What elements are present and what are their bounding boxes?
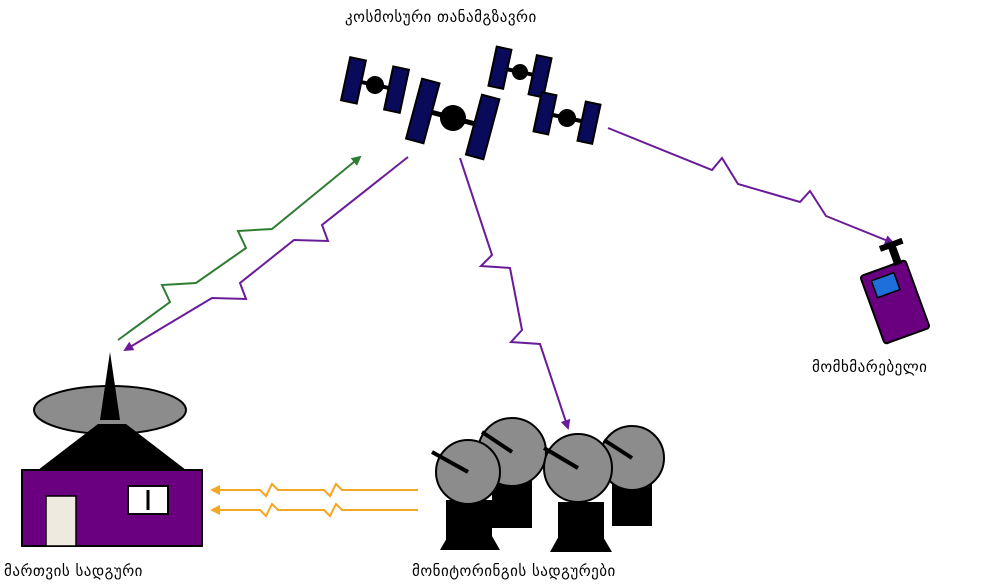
dish-antenna-icon [599, 425, 665, 526]
monitoring-stations-icon [431, 417, 665, 552]
user-label: მომხმარებელი [812, 358, 928, 376]
uplink-signal [117, 155, 362, 341]
dish-antenna-icon [542, 433, 613, 552]
satellite-label: კოსმოსური თანამგზავრი [345, 8, 537, 26]
downlink-user-signal [607, 127, 895, 245]
monitoring-stations-label: მონიტორინგის სადგურები [412, 562, 616, 580]
ground-link-signal [210, 502, 418, 518]
satellite-icon [404, 77, 501, 161]
satellite-icon [487, 45, 553, 99]
satellite-cluster-icon [339, 45, 602, 161]
control-station-label: მართვის სადგური [4, 562, 143, 580]
satellite-icon [339, 56, 411, 114]
downlink-control-signal [123, 156, 409, 352]
satellite-icon [532, 91, 602, 145]
ground-link-signal [210, 482, 418, 498]
mobile-phone-icon [859, 237, 931, 345]
dish-antenna-icon [431, 439, 501, 550]
downlink-monitoring-signal [459, 157, 571, 430]
control-station-icon [21, 352, 203, 547]
